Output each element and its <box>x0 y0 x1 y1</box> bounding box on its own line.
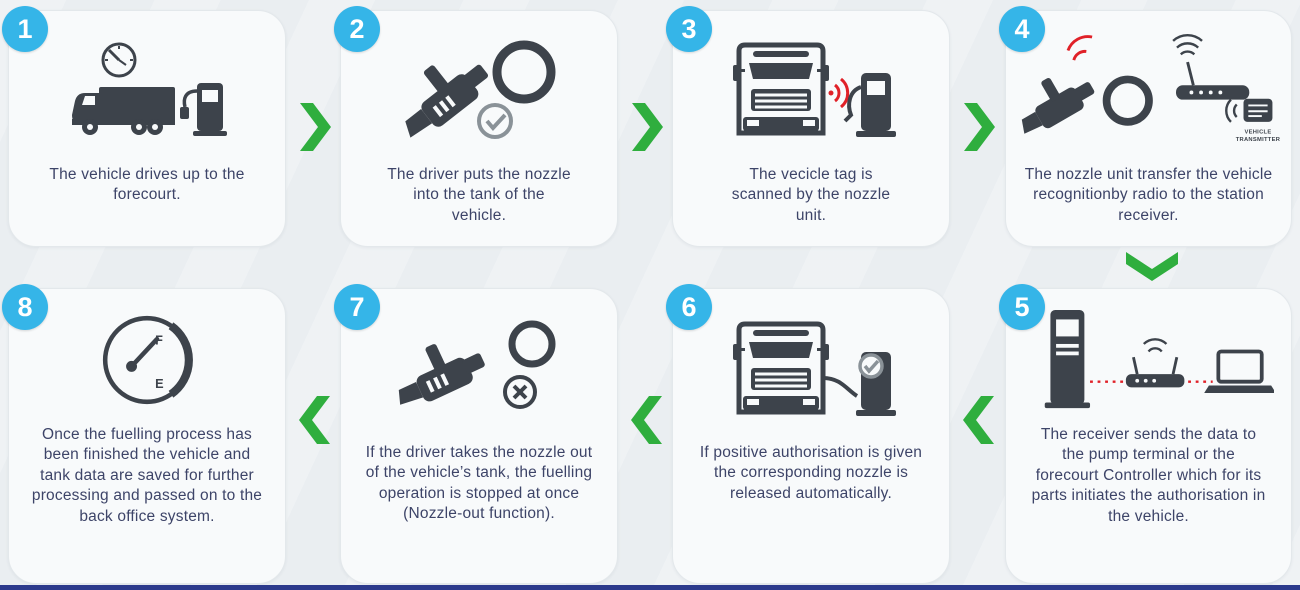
step-number-badge: 3 <box>666 6 712 52</box>
step-caption: Once the fuelling process has been finis… <box>31 426 263 525</box>
laptop-icon <box>1203 349 1274 394</box>
step-number-badge: 6 <box>666 284 712 330</box>
arrow-left-icon <box>298 396 332 449</box>
truck-front-icon <box>732 42 829 136</box>
step-caption: If the driver takes the nozzle out of th… <box>365 444 593 523</box>
arrow-left-icon <box>630 396 664 449</box>
nozzle-out-icon <box>392 299 567 439</box>
arrow-right-icon <box>298 103 332 156</box>
wifi-router-icon <box>1125 338 1184 388</box>
step-number-badge: 8 <box>2 284 48 330</box>
fuel-nozzle-icon <box>1021 78 1094 134</box>
truck-icon <box>72 87 175 135</box>
footer-bar <box>0 585 1300 590</box>
step-number: 2 <box>349 13 365 44</box>
arrow-right-icon <box>962 103 996 156</box>
nozzle-released-icon <box>719 299 904 439</box>
gauge-empty-label: E <box>155 376 163 391</box>
step-number: 8 <box>17 291 33 322</box>
truck-authorised-icon <box>732 321 896 416</box>
step-number: 4 <box>1014 13 1030 44</box>
hose-ring-icon <box>492 40 555 103</box>
step-number: 6 <box>681 291 697 322</box>
arrow-right-icon <box>630 103 664 156</box>
step-caption: The vecicle tag is scanned by the nozzle… <box>731 166 891 224</box>
truck-and-pump-icon <box>72 42 227 136</box>
receiver-network-icon <box>1024 299 1274 421</box>
nozzle-radio-receiver-icon: VEHICLE TRANSMITTER <box>1014 21 1284 161</box>
step-card-8: 8 F E Once the fuelling process has been… <box>2 284 286 584</box>
stop-badge-icon <box>502 374 537 409</box>
step-number: 7 <box>349 291 365 322</box>
step-number-badge: 7 <box>334 284 380 330</box>
vehicle-tag-scan-icon <box>719 21 904 161</box>
gauge-icon <box>101 42 137 78</box>
truck-front-icon <box>732 321 829 415</box>
transmitter-label-line2: TRANSMITTER <box>1235 137 1280 143</box>
step-card-6: 6 <box>666 284 950 584</box>
step-number-badge: 5 <box>999 284 1045 330</box>
step-card-7: 7 <box>334 284 618 584</box>
nozzle-to-receiver-icon: VEHICLE TRANSMITTER <box>1021 34 1280 143</box>
vehicle-at-forecourt-icon <box>57 21 237 161</box>
wifi-router-icon <box>1171 34 1249 100</box>
step-number: 3 <box>681 13 697 44</box>
hose-ring-icon <box>1102 75 1153 126</box>
step-card-4: 4 <box>999 6 1292 247</box>
step-number-badge: 4 <box>999 6 1045 52</box>
step-number: 5 <box>1014 291 1030 322</box>
hose-ring-icon <box>508 320 555 367</box>
radio-waves-icon <box>833 77 849 109</box>
transmitter-label-line1: VEHICLE <box>1244 129 1271 135</box>
step-caption: The receiver sends the data to the pump … <box>1031 426 1266 525</box>
fuel-nozzle-check-icon <box>404 40 555 139</box>
nozzle-in-tank-icon <box>392 21 567 161</box>
fuel-nozzle-stop-icon <box>398 320 555 409</box>
step-card-2: 2 The <box>334 6 618 247</box>
fuelling-finished-icon: F E <box>97 299 197 421</box>
step-caption: The vehicle drives up to the forecourt. <box>49 166 245 204</box>
fuel-nozzle-icon <box>398 343 485 405</box>
step-caption: If positive authorisation is given the c… <box>699 444 923 502</box>
step-number: 1 <box>17 13 33 44</box>
truck-scanned-icon <box>732 42 896 137</box>
step-card-5: 5 <box>999 284 1292 584</box>
step-card-1: 1 <box>2 6 286 247</box>
check-badge-icon <box>476 102 513 139</box>
radio-waves-icon <box>1066 35 1092 61</box>
step-caption: The nozzle unit transfer the vehicle rec… <box>1024 166 1273 224</box>
terminal-router-laptop-icon <box>1044 310 1274 409</box>
step-caption: The driver puts the nozzle into the tank… <box>387 166 571 224</box>
gauge-full-label: F <box>155 333 163 348</box>
step-card-3: 3 <box>666 6 950 247</box>
step-number-badge: 1 <box>2 6 48 52</box>
step-number-badge: 2 <box>334 6 380 52</box>
arrow-left-icon <box>962 396 996 449</box>
check-badge-icon <box>857 353 884 379</box>
arrow-down-icon <box>1124 252 1180 287</box>
fuel-gauge-icon: F E <box>102 315 193 405</box>
vehicle-transmitter-icon: VEHICLE TRANSMITTER <box>1224 98 1280 143</box>
